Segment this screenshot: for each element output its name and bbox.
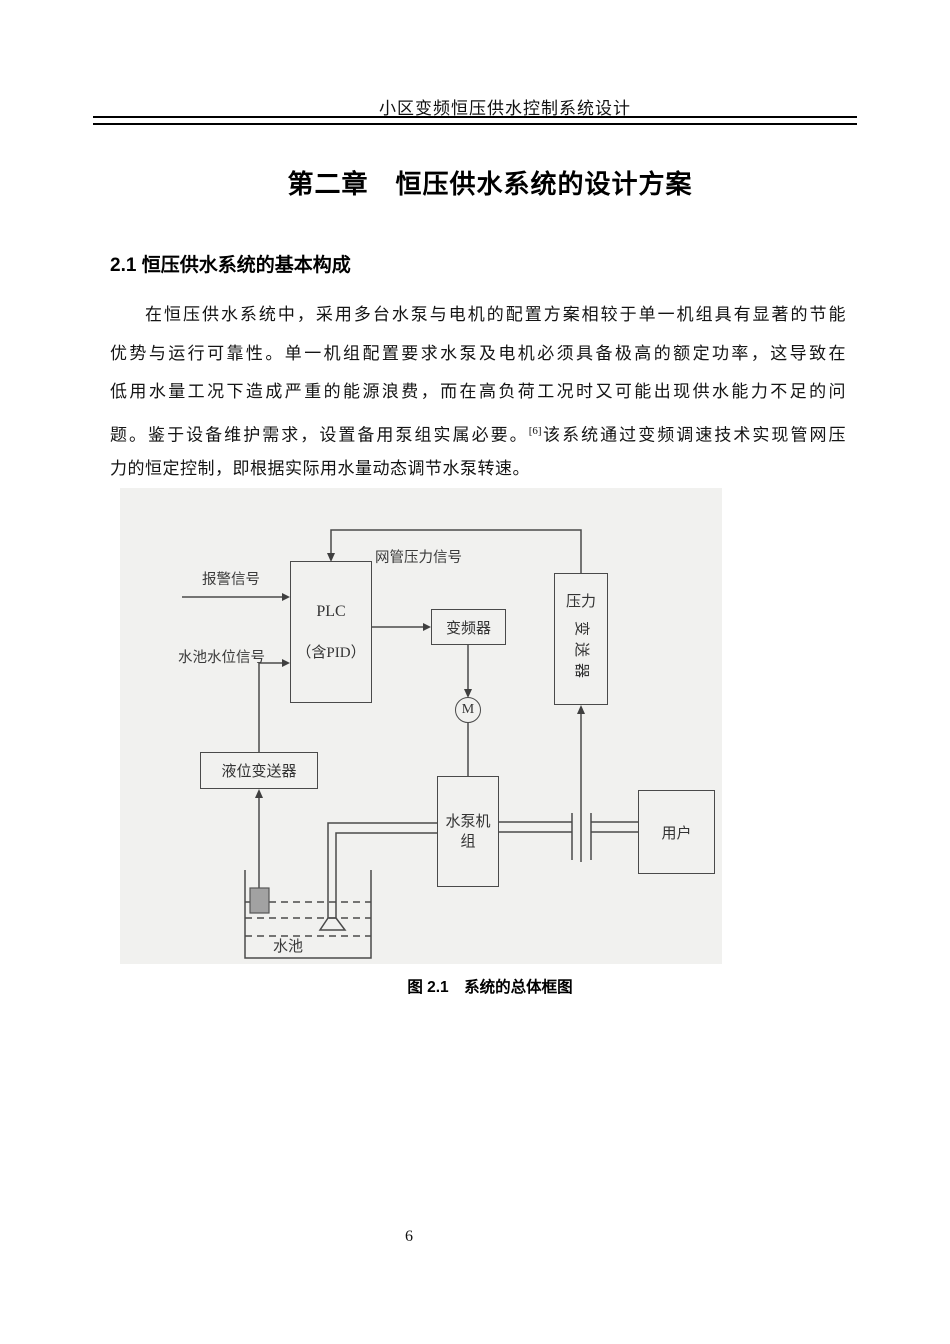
plc-block: PLC （含PID）: [290, 561, 372, 703]
pump-unit-label: 组: [460, 833, 476, 850]
running-header: 小区变频恒压供水控制系统设计: [379, 99, 631, 118]
pipe-pressure-signal-label: 网管压力信号: [375, 550, 462, 566]
water-level-signal-label: 水池水位信号: [178, 650, 265, 666]
level-sensor: [249, 887, 270, 914]
paragraph-line: 优势与运行可靠性。单一机组配置要求水泵及电机必须具备极高的额定功率，这导致在: [110, 343, 846, 363]
alarm-signal-label: 报警信号: [202, 572, 260, 588]
diagram-connectors: [182, 529, 638, 959]
chapter-title: 第二章 恒压供水系统的设计方案: [287, 169, 693, 199]
citation-superscript: [6]: [528, 424, 542, 437]
figure-caption: 图 2.1 系统的总体框图: [407, 979, 573, 996]
paragraph-line: 低用水量工况下造成严重的能源浪费，而在高负荷工况时又可能出现供水能力不足的问: [110, 382, 846, 401]
paragraph-text: 该系统通过变频调速技术实现管网压: [541, 425, 847, 445]
motor-block: M: [455, 697, 481, 723]
pressure-transmitter-label: 压力: [565, 594, 596, 610]
pump-unit-label: 水泵机: [445, 813, 491, 830]
header-divider: [93, 116, 857, 125]
section-heading: 2.1 恒压供水系统的基本构成: [110, 255, 351, 276]
figure-diagram: PLC （含PID） 变频器 M 压力 变 送 器 液位变送器 水泵机 组 用户…: [120, 488, 722, 964]
plc-pid-label: （含PID）: [296, 644, 366, 661]
plc-label: PLC: [316, 602, 346, 620]
paragraph-line: 在恒压供水系统中，采用多台水泵与电机的配置方案相较于单一机组具有显著的节能: [145, 305, 846, 324]
paragraph-line: 力的恒定控制，即根据实际用水量动态调节水泵转速。: [110, 459, 530, 478]
pressure-transmitter-char: 器: [573, 662, 590, 679]
user-block: 用户: [638, 790, 715, 874]
body-paragraph: 在恒压供水系统中，采用多台水泵与电机的配置方案相较于单一机组具有显著的节能 优势…: [110, 296, 846, 489]
pressure-transmitter-char: 变: [573, 620, 590, 637]
pressure-transmitter-char: 送: [573, 641, 590, 658]
level-transmitter-block: 液位变送器: [200, 752, 318, 789]
inverter-block: 变频器: [431, 609, 506, 645]
paragraph-text: 题。鉴于设备维护需求，设置备用泵组实属必要。: [110, 425, 529, 445]
paragraph-line: 题。鉴于设备维护需求，设置备用泵组实属必要。[6]该系统通过变频调速技术实现管网…: [110, 412, 846, 451]
page-number: 6: [405, 1228, 413, 1245]
pump-unit-block: 水泵机 组: [437, 776, 499, 887]
pressure-transmitter-block: 压力 变 送 器: [554, 573, 608, 705]
pool-label: 水池: [273, 939, 304, 955]
